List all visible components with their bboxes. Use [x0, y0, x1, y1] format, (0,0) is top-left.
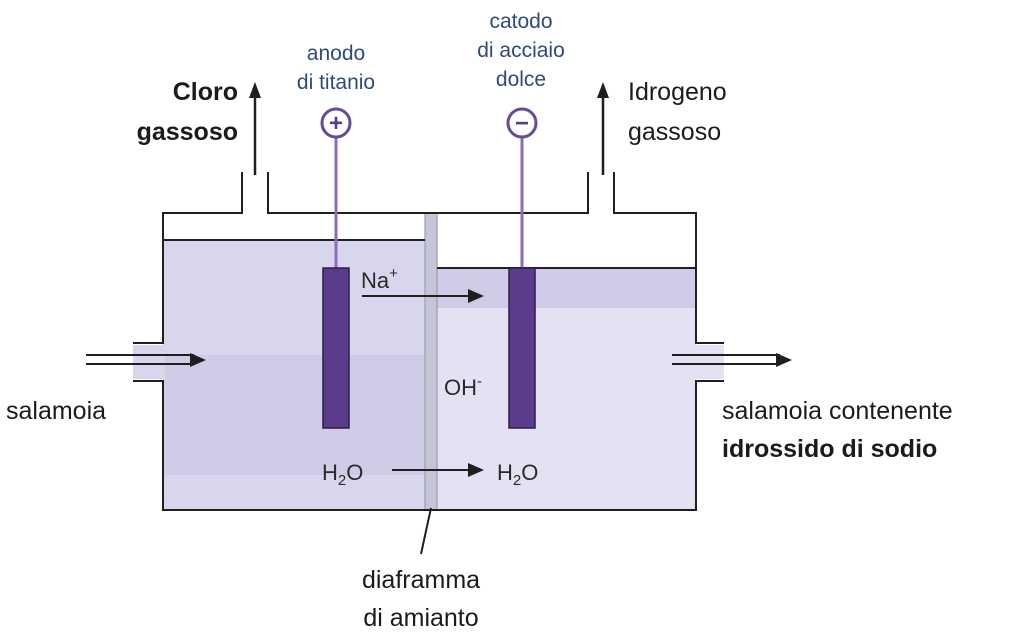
- hydrogen-label-line1: Idrogeno: [628, 78, 727, 106]
- cathode-label-line3: dolce: [496, 68, 546, 91]
- sodium-ion-arrow: [362, 289, 484, 303]
- asbestos-diaphragm: [425, 213, 437, 510]
- water-flow-arrow: [392, 463, 484, 477]
- water-label-right: H2O: [497, 460, 538, 489]
- right-liquid-band: [437, 268, 696, 308]
- cathode-label-line1: catodo: [489, 10, 552, 33]
- chlorine-gas-arrow: [249, 82, 261, 175]
- minus-sign: −: [515, 110, 529, 137]
- diaphragm-leader-line: [420, 507, 432, 555]
- sodium-ion-label: Na+: [361, 265, 398, 293]
- chlorine-label-line1: Cloro: [173, 78, 238, 106]
- brine-outlet-label-line1: salamoia contenente: [722, 397, 953, 425]
- hydrogen-gas-arrow: [597, 82, 609, 175]
- plus-sign: +: [329, 110, 343, 137]
- outlet-pipe-fill: [694, 345, 724, 379]
- titanium-anode: [322, 267, 350, 429]
- chlorine-label-line2: gassoso: [137, 118, 238, 146]
- inlet-pipe-fill: [133, 345, 165, 379]
- diaphragm-label-line1: diaframma: [362, 566, 480, 594]
- anode-label-line1: anodo: [307, 42, 365, 65]
- brine-inlet-arrow: [86, 353, 206, 367]
- anode-terminal: [320, 107, 352, 139]
- cathode-label-line2: di acciaio: [477, 39, 565, 62]
- water-label-left: H2O: [322, 460, 363, 489]
- diaphragm-label-line2: di amianto: [363, 604, 478, 632]
- brine-inlet-label: salamoia: [6, 397, 106, 425]
- tank-outline: [133, 172, 724, 511]
- brine-outlet-label-line2: idrossido di sodio: [722, 435, 937, 463]
- anode-label-line2: di titanio: [297, 71, 375, 94]
- hydrogen-label-line2: gassoso: [628, 118, 721, 146]
- hydroxide-ion-label: OH-: [444, 373, 482, 400]
- left-liquid-band: [163, 355, 427, 475]
- brine-outlet-arrow: [672, 353, 792, 367]
- mild-steel-cathode: [508, 267, 536, 429]
- cathode-terminal: [506, 107, 538, 139]
